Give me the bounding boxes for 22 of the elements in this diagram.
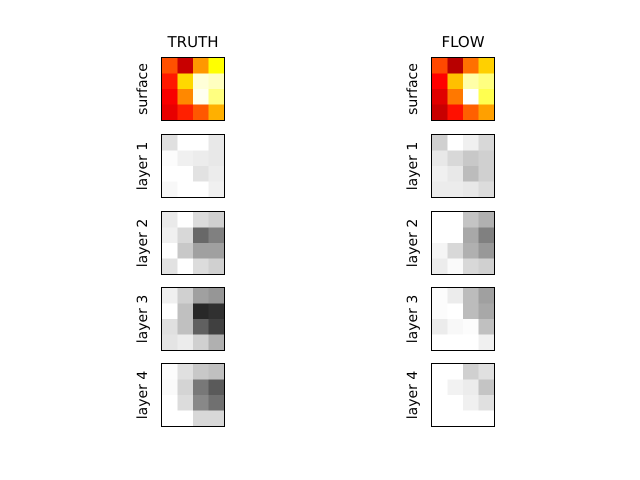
row-label: layer 1: [136, 142, 150, 190]
column-title: FLOW: [441, 35, 485, 50]
heatmap: [161, 287, 225, 351]
heatmap: [431, 211, 495, 275]
row-label: surface: [136, 63, 150, 115]
row-label: layer 3: [406, 294, 420, 344]
heatmap: [431, 57, 495, 121]
heatmap: [161, 363, 225, 427]
row-label: layer 4: [136, 370, 150, 420]
heatmap: [161, 57, 225, 121]
row-label: layer 2: [406, 218, 420, 268]
row-label: surface: [406, 63, 420, 115]
row-label: layer 2: [136, 218, 150, 268]
row-label: layer 4: [406, 370, 420, 420]
row-label: layer 3: [136, 294, 150, 344]
heatmap: [431, 287, 495, 351]
heatmap: [431, 363, 495, 427]
heatmap: [431, 134, 495, 198]
heatmap: [161, 134, 225, 198]
column-title: TRUTH: [168, 35, 218, 50]
heatmap: [161, 211, 225, 275]
row-label: layer 1: [406, 142, 420, 190]
